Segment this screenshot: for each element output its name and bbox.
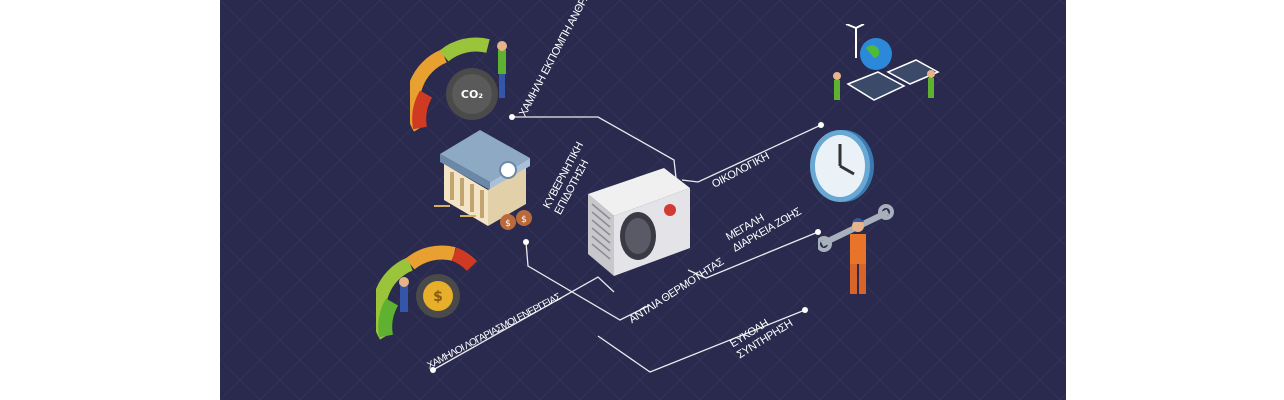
connector-lines bbox=[430, 114, 824, 373]
co2-gauge-icon: CO₂ bbox=[410, 37, 507, 132]
dollar-sign-1: $ bbox=[505, 219, 511, 229]
money-gauge-icon: $ bbox=[376, 245, 478, 340]
clock-icon bbox=[810, 130, 874, 202]
heat-pump-unit-icon bbox=[588, 168, 690, 276]
earth-solar-panels-icon bbox=[833, 24, 940, 101]
perspective-grid bbox=[220, 0, 1066, 400]
dollar-sign-2: $ bbox=[521, 215, 527, 225]
infographic-panel: CO₂ $ $ $ bbox=[220, 0, 1066, 400]
dollar-coin-symbol: $ bbox=[433, 289, 443, 305]
worker-wrench-icon bbox=[818, 204, 894, 294]
bank-building-icon: $ $ bbox=[434, 130, 532, 230]
co2-text: CO₂ bbox=[461, 88, 483, 101]
